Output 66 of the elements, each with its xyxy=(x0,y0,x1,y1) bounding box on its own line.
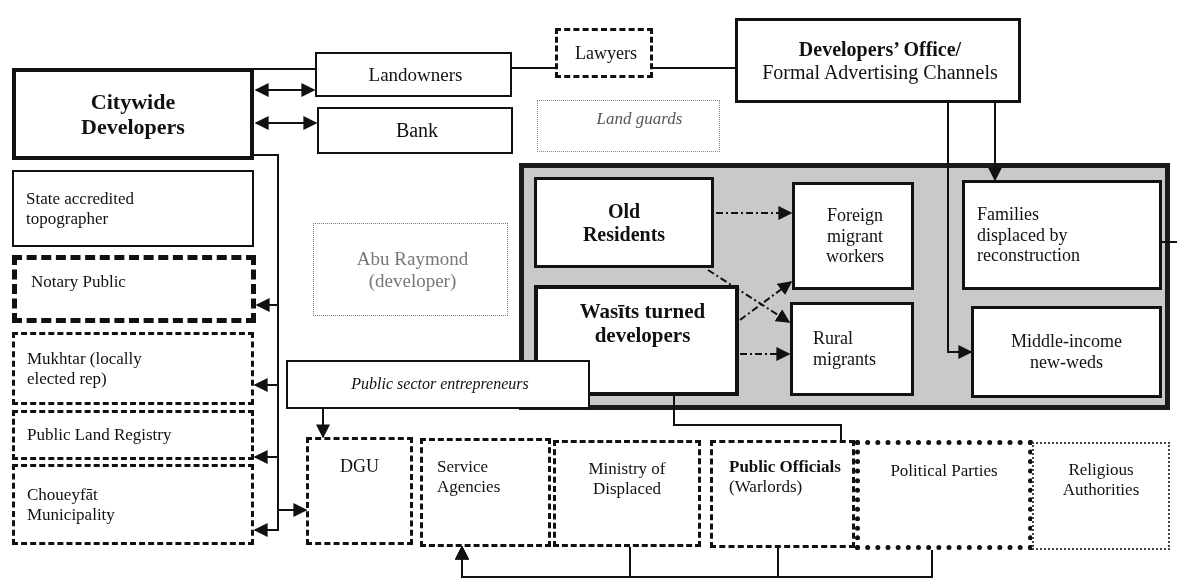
process-box xyxy=(971,306,1162,398)
node-label: Public Officials (Warlords) xyxy=(729,457,842,497)
connector-line xyxy=(673,395,842,441)
process-box xyxy=(12,170,254,247)
node-label: Land guards xyxy=(595,109,684,129)
node-label: Political Parties xyxy=(889,461,999,481)
arrow xyxy=(988,102,1002,182)
connector-line xyxy=(511,67,556,69)
node-label: Ministry of Displaced xyxy=(587,459,667,499)
node-label: Wasīts turned developers xyxy=(578,299,707,348)
process-box xyxy=(855,440,1033,550)
connector-line xyxy=(253,68,316,70)
node-label: Religious Authorities xyxy=(1061,460,1141,500)
node-label: Service Agencies xyxy=(437,457,502,497)
process-box xyxy=(12,255,256,323)
node-label: Notary Public xyxy=(31,272,127,292)
process-box xyxy=(12,332,254,405)
node-label: Choueyfāt Municipality xyxy=(27,484,116,525)
node-label: Old Residents xyxy=(581,199,667,246)
process-box xyxy=(306,437,413,545)
process-box xyxy=(534,285,739,396)
process-box xyxy=(962,180,1162,290)
arrow xyxy=(739,347,791,361)
connector-line xyxy=(652,67,736,69)
process-box xyxy=(317,107,513,154)
process-box xyxy=(313,223,508,316)
process-box xyxy=(792,182,914,290)
node-label: Families displaced by reconstruction xyxy=(977,203,1081,267)
node-label: Middle-income new-weds xyxy=(1010,331,1123,373)
process-box xyxy=(735,18,1021,103)
process-box xyxy=(553,440,701,547)
node-label: Rural migrants xyxy=(813,328,877,370)
node-label: Public sector entrepreneurs xyxy=(350,375,530,394)
process-box xyxy=(555,28,653,78)
arrow xyxy=(739,281,793,321)
arrow xyxy=(707,269,791,323)
process-box xyxy=(12,68,254,160)
process-box xyxy=(534,177,714,268)
process-box xyxy=(420,438,551,547)
process-box xyxy=(537,100,720,152)
node-label: DGU xyxy=(339,456,380,477)
arrow xyxy=(254,83,316,97)
node-label: Citywide Developers xyxy=(80,88,186,140)
connector-line xyxy=(1161,241,1177,243)
arrow xyxy=(316,408,330,439)
node-label: Public Land Registry xyxy=(27,425,173,445)
process-box xyxy=(286,360,590,409)
arrow xyxy=(455,545,933,578)
node-label: Developers’ Office/ xyxy=(797,37,963,61)
process-box xyxy=(1032,442,1170,550)
arrow xyxy=(715,206,793,220)
node-label: Bank xyxy=(394,119,440,142)
node-label: Landowners xyxy=(367,63,464,86)
node-label: State accredited topographer xyxy=(26,188,136,229)
node-label: Lawyers xyxy=(574,42,638,64)
node-label: Formal Advertising Channels xyxy=(761,60,999,84)
process-box xyxy=(12,464,254,545)
node-label: Mukhtar (locally elected rep) xyxy=(27,348,143,389)
process-box xyxy=(315,52,512,97)
arrow xyxy=(254,116,318,130)
process-box xyxy=(710,440,855,548)
process-box xyxy=(790,302,914,396)
node-label: Abu Raymond (developer) xyxy=(355,247,470,292)
node-label: Foreign migrant workers xyxy=(825,204,885,268)
process-box xyxy=(12,410,254,460)
arrow xyxy=(947,102,973,359)
